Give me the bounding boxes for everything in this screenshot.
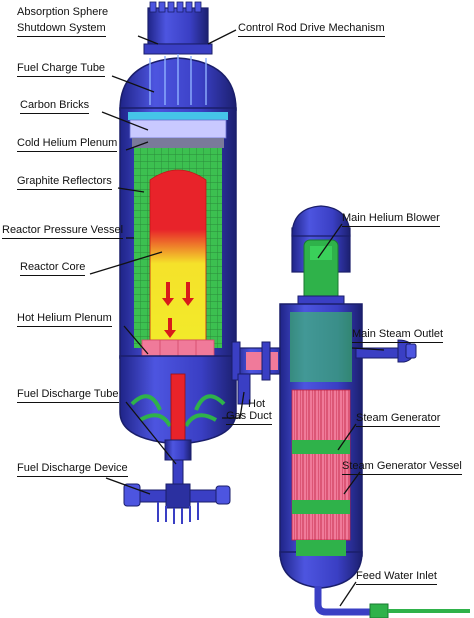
label-reactor-pressure-vessel: Reactor Pressure Vessel — [2, 224, 124, 239]
label-fuel-discharge-tube: Fuel Discharge Tube — [17, 388, 119, 403]
leader-core — [89, 251, 163, 275]
leader-blower — [317, 223, 343, 259]
leader-discharge-tube — [125, 401, 177, 465]
leader-shutdown — [137, 35, 159, 45]
control-rod-drive-body — [147, 7, 209, 45]
label-reactor-core: Reactor Core — [20, 261, 86, 276]
leader-carbon-bricks — [101, 111, 149, 131]
leader-feed-water — [339, 581, 357, 607]
label-fuel-charge-tube: Fuel Charge Tube — [17, 62, 106, 77]
main-steam-outlet-pipe — [355, 339, 417, 363]
reactor-core — [149, 169, 207, 341]
label-shutdown-system: Shutdown System — [17, 22, 106, 37]
label-main-steam-outlet: Main Steam Outlet — [352, 328, 444, 343]
label-hot-helium-plenum: Hot Helium Plenum — [17, 312, 112, 327]
drive-nozzles — [149, 1, 202, 13]
leader-sg — [337, 423, 357, 451]
label-steam-generator-vessel: Steam Generator Vessel — [342, 460, 462, 475]
leader-lines — [89, 29, 385, 607]
leader-discharge-device — [105, 477, 151, 495]
label-cold-helium-plenum: Cold Helium Plenum — [17, 137, 118, 152]
label-main-helium-blower: Main Helium Blower — [342, 212, 440, 227]
core-support-struts — [130, 394, 226, 428]
leader-steam-outlet — [351, 347, 385, 351]
label-carbon-bricks: Carbon Bricks — [20, 99, 90, 114]
label-control-rod-drive: Control Rod Drive Mechanism — [238, 22, 385, 37]
leader-graphite — [117, 187, 145, 193]
label-absorption-sphere: Absorption Sphere — [17, 6, 109, 18]
leader-sg-vessel — [343, 471, 361, 495]
leader-hot-plenum — [123, 325, 149, 355]
label-steam-generator: Steam Generator — [356, 412, 441, 427]
feed-water-inlet-pipe — [314, 586, 470, 618]
leader-control-rod — [207, 29, 237, 45]
label-gas-duct: Gas Duct — [226, 410, 272, 425]
flow-arrows — [162, 282, 194, 338]
label-feed-water-inlet: Feed Water Inlet — [356, 570, 437, 585]
leader-cold-plenum — [125, 141, 149, 151]
label-fuel-discharge-device: Fuel Discharge Device — [17, 462, 128, 477]
steam-generator-vessel — [279, 205, 470, 618]
cold-helium-plenum — [132, 138, 224, 148]
fuel-discharge-device — [123, 483, 231, 524]
leader-fuel-charge — [111, 75, 155, 93]
reactor-pressure-vessel — [119, 1, 237, 524]
label-hot: Hot — [248, 398, 266, 410]
label-graphite-reflectors: Graphite Reflectors — [17, 175, 112, 190]
leader-hot-gas-duct — [222, 391, 245, 419]
